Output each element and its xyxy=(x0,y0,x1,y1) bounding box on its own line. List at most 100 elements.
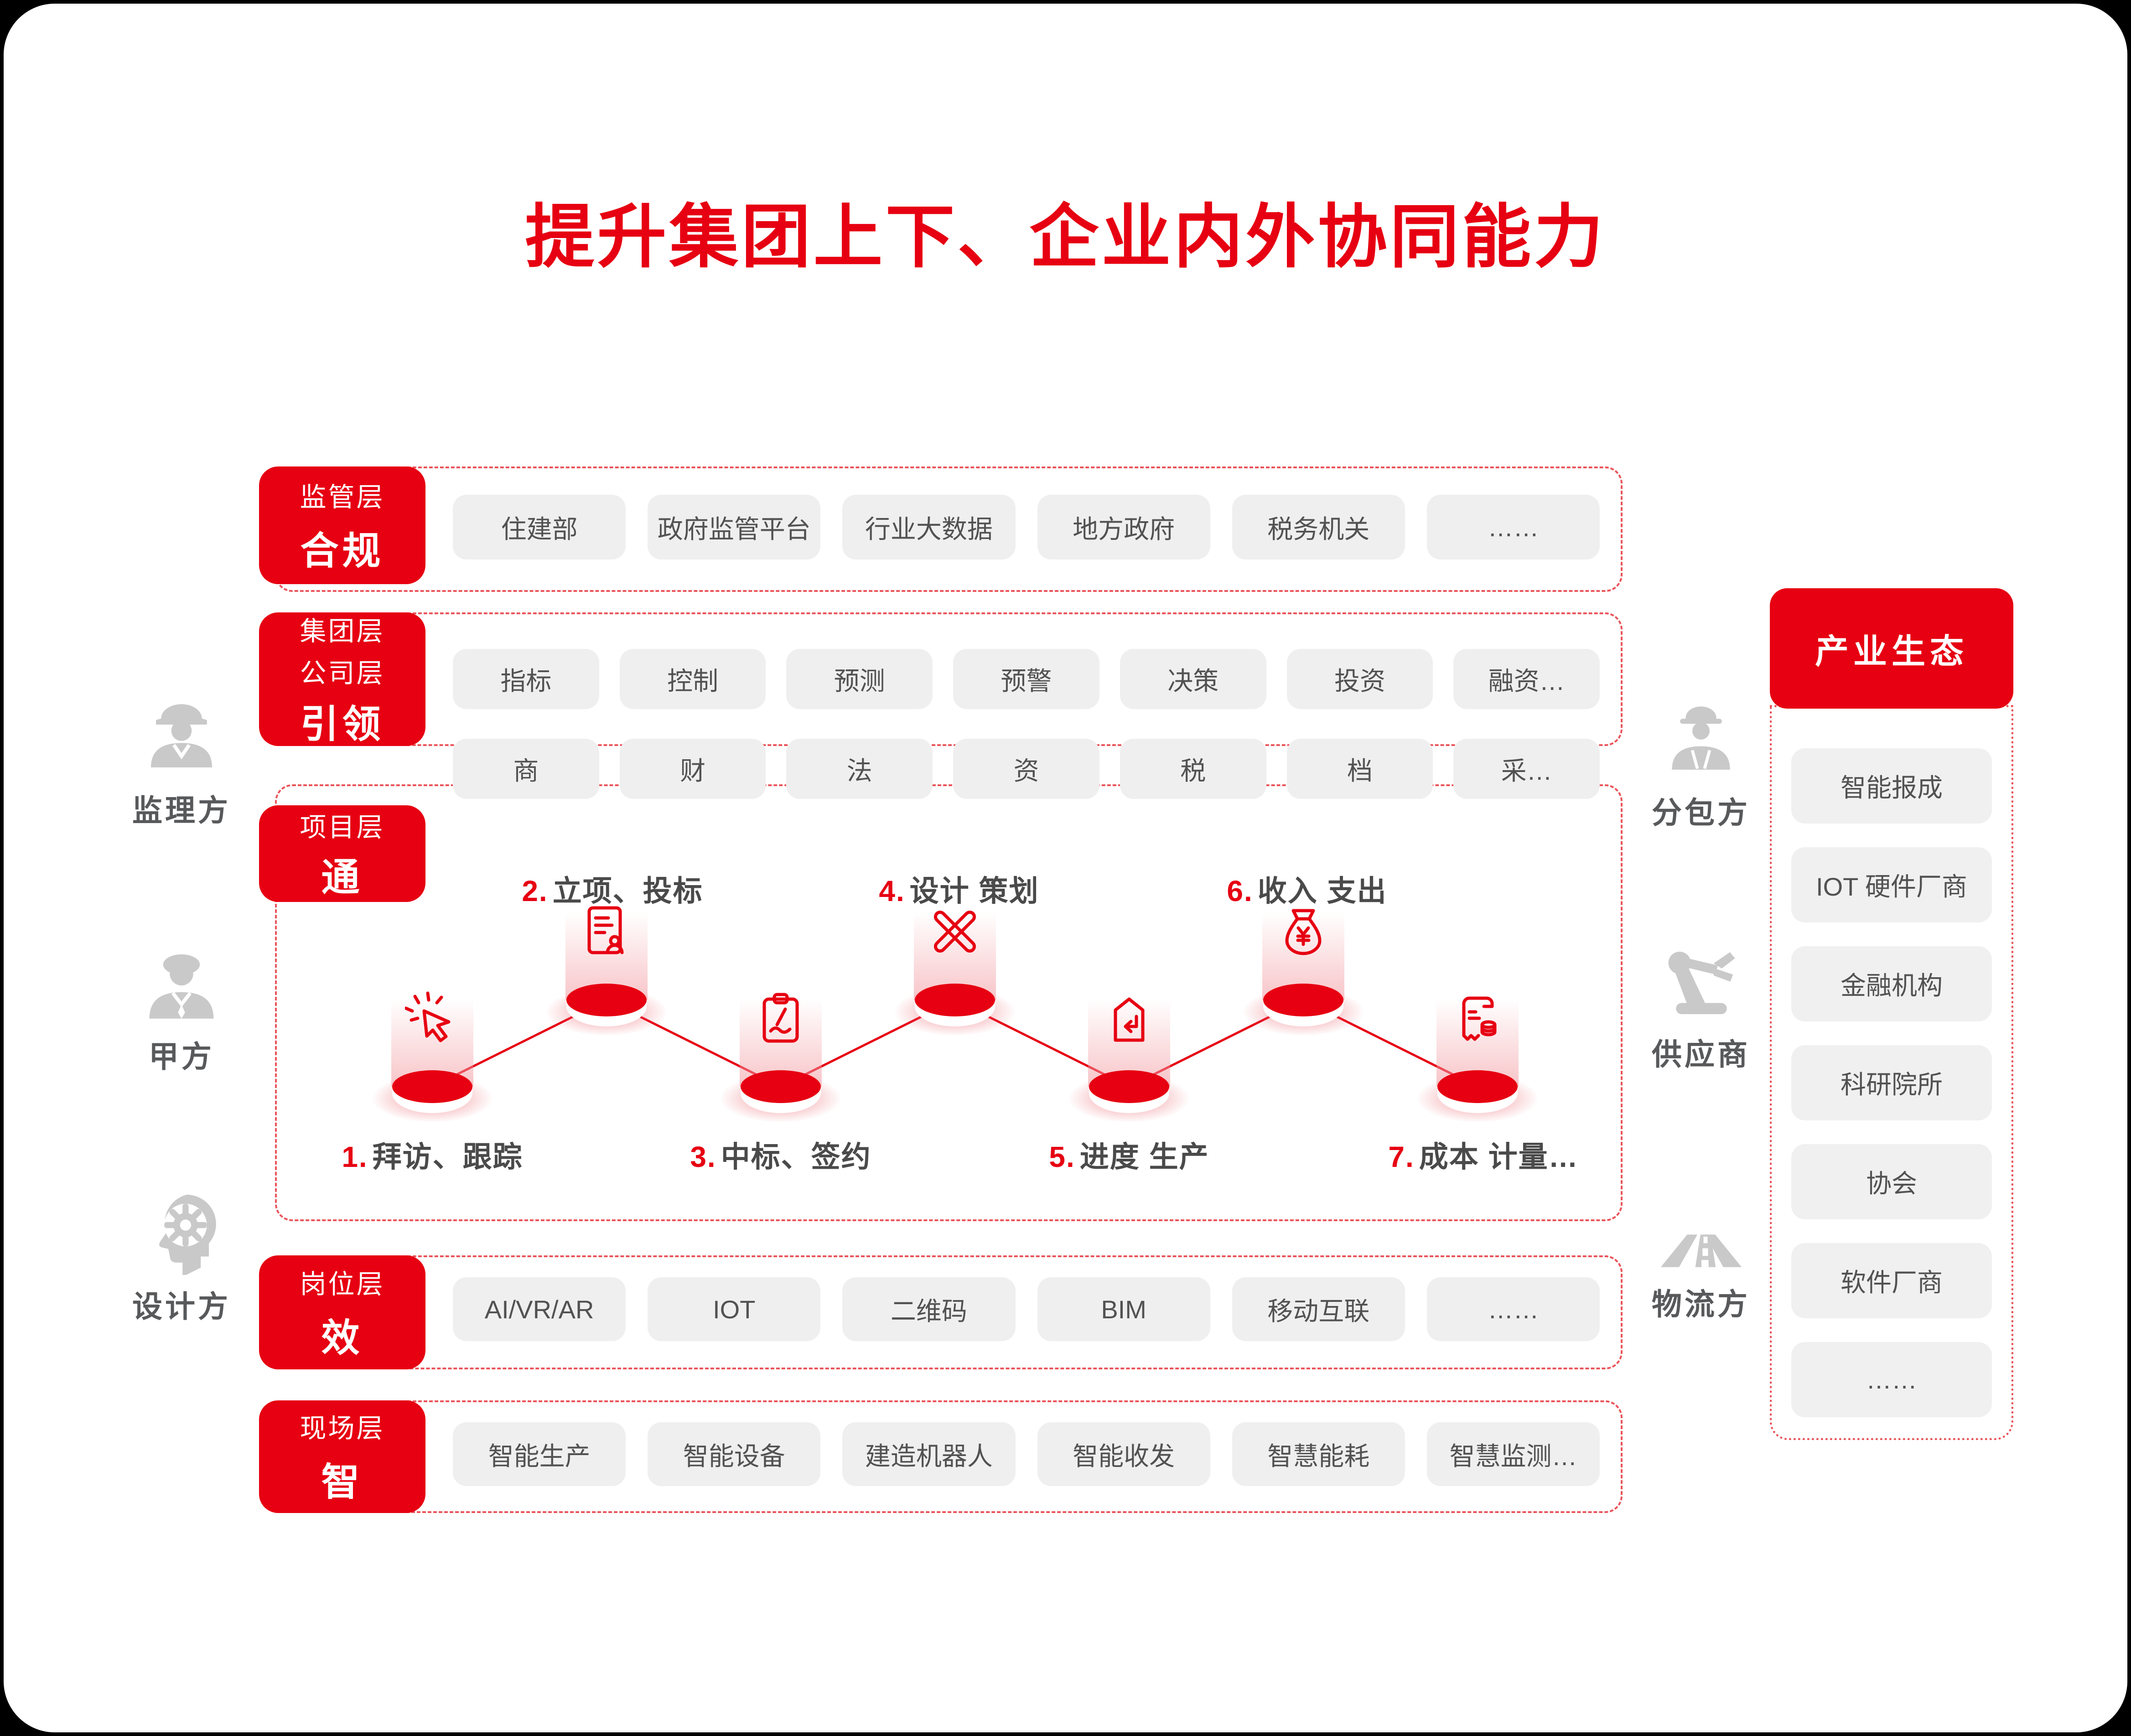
layer-name: 监管层 xyxy=(300,482,385,512)
production-building-icon xyxy=(1114,997,1145,1042)
step-band xyxy=(740,979,822,1087)
chip: 投资 xyxy=(1286,649,1433,709)
chip: 档 xyxy=(1286,739,1433,799)
party-label: 供应商 xyxy=(1652,1037,1750,1071)
chip: 智能设备 xyxy=(648,1422,821,1486)
ecosystem-item: 金融机构 xyxy=(1791,946,1992,1021)
party-label: 分包方 xyxy=(1652,796,1750,829)
layer-name: 项目层 xyxy=(300,812,385,842)
chip: 融资… xyxy=(1453,649,1600,709)
ecosystem-item: 智能报成 xyxy=(1791,748,1992,824)
site-items-row: 智能生产 智能设备 建造机器人 智能收发 智慧能耗 智慧监测… xyxy=(453,1422,1600,1486)
step-node xyxy=(741,1070,821,1103)
road-icon xyxy=(1660,1234,1742,1267)
chip: 移动互联 xyxy=(1232,1277,1405,1341)
group-items-row: 指标 控制 预测 预警 决策 投资 融资… xyxy=(453,649,1600,709)
money-bag-icon xyxy=(1285,909,1322,955)
party-subcontractor: 分包方 xyxy=(1628,690,1774,832)
chip: 行业大数据 xyxy=(842,495,1016,560)
step-label-2: 2.立项、投标 xyxy=(522,875,703,907)
party-label: 监理方 xyxy=(132,793,231,827)
layer-emphasis: 效 xyxy=(321,1316,363,1359)
chip: …… xyxy=(1426,1277,1600,1341)
layer-name: 集团层 xyxy=(300,617,385,646)
cost-receipt-icon xyxy=(1462,996,1497,1041)
cursor-click-icon xyxy=(405,991,451,1042)
chip: 政府监管平台 xyxy=(648,495,821,560)
layer-emphasis: 引领 xyxy=(300,703,384,746)
chip: 财 xyxy=(619,739,766,799)
step-band xyxy=(391,979,473,1087)
party-label: 甲方 xyxy=(149,1040,214,1073)
step-label-3: 3.中标、签约 xyxy=(690,1140,871,1173)
chip: BIM xyxy=(1037,1277,1210,1341)
ecosystem-item: …… xyxy=(1791,1342,1992,1417)
ecosystem-title: 产业生态 xyxy=(1770,588,2013,709)
ecosystem-item: 科研院所 xyxy=(1791,1045,1992,1120)
chip: 商 xyxy=(453,739,599,799)
party-client: 甲方 xyxy=(109,941,254,1076)
layer-name: 现场层 xyxy=(300,1414,385,1443)
chip: 智能生产 xyxy=(453,1422,626,1486)
designer-brain-gear-icon xyxy=(159,1194,216,1275)
layer-emphasis: 通 xyxy=(321,855,363,899)
chip: 法 xyxy=(786,739,933,799)
step-node xyxy=(392,1070,472,1103)
step-label-7: 7.成本 计量… xyxy=(1388,1140,1579,1173)
bid-document-icon xyxy=(587,906,624,954)
layer-label-post: 岗位层 效 xyxy=(259,1255,425,1369)
slide-canvas: 提升集团上下、企业内外协同能力 监管层 合规 集团层 公司层 引领 项目层 通 … xyxy=(4,4,2127,1732)
chip: 控制 xyxy=(619,649,766,709)
step-node xyxy=(1263,984,1343,1016)
layer-name-2: 公司层 xyxy=(300,658,385,688)
chip: 智能收发 xyxy=(1037,1422,1210,1486)
layer-label-group: 集团层 公司层 引领 xyxy=(259,612,425,746)
chip: 资 xyxy=(953,739,1099,799)
party-designer: 设计方 xyxy=(109,1188,254,1326)
chip: …… xyxy=(1426,495,1600,560)
layer-emphasis: 智 xyxy=(321,1461,363,1503)
party-label: 物流方 xyxy=(1652,1287,1750,1321)
group-domain-row: 商 财 法 资 税 档 采… xyxy=(453,739,1600,799)
party-logistics: 物流方 xyxy=(1628,1188,1774,1324)
ecosystem-item: 协会 xyxy=(1791,1144,1992,1219)
party-label: 设计方 xyxy=(132,1290,231,1323)
layer-name: 岗位层 xyxy=(300,1269,385,1299)
layer-box-project xyxy=(275,784,1623,1221)
step-label-6: 6.收入 支出 xyxy=(1227,875,1387,907)
layer-label-site: 现场层 智 xyxy=(259,1400,425,1513)
step-node xyxy=(915,984,995,1016)
chip: 决策 xyxy=(1120,649,1266,709)
chip: 采… xyxy=(1453,739,1600,799)
step-band xyxy=(1088,979,1170,1087)
party-supplier: 供应商 xyxy=(1628,938,1774,1074)
design-tools-icon xyxy=(933,910,976,953)
layer-emphasis: 合规 xyxy=(300,529,384,572)
chip: 智慧能耗 xyxy=(1232,1422,1405,1486)
contract-sign-icon xyxy=(762,993,799,1043)
chip: 住建部 xyxy=(453,495,626,560)
ecosystem-list: 智能报成 IOT 硬件厂商 金融机构 科研院所 协会 软件厂商 …… xyxy=(1791,748,1992,1417)
step-band xyxy=(914,893,996,1000)
ecosystem-item: 软件厂商 xyxy=(1791,1243,1992,1318)
ecosystem-item: IOT 硬件厂商 xyxy=(1791,847,1992,922)
step-label-5: 5.进度 生产 xyxy=(1049,1140,1209,1173)
supervisor-icon xyxy=(150,704,213,767)
chip: 指标 xyxy=(453,649,599,709)
chip: IOT xyxy=(648,1277,821,1341)
regulatory-items-row: 住建部 政府监管平台 行业大数据 地方政府 税务机关 …… xyxy=(453,495,1600,560)
robot-arm-icon xyxy=(1668,951,1735,1015)
step-node xyxy=(1089,1070,1169,1103)
step-node xyxy=(1437,1070,1518,1103)
chip: AI/VR/AR xyxy=(453,1277,626,1341)
layer-label-project: 项目层 通 xyxy=(259,805,425,902)
step-label-4: 4.设计 策划 xyxy=(879,875,1039,907)
post-items-row: AI/VR/AR IOT 二维码 BIM 移动互联 …… xyxy=(453,1277,1600,1341)
chip: 二维码 xyxy=(842,1277,1016,1341)
chip: 智慧监测… xyxy=(1426,1422,1600,1486)
client-icon xyxy=(149,954,214,1019)
construction-worker-icon xyxy=(1672,706,1730,770)
step-band xyxy=(565,893,648,1000)
party-supervisor: 监理方 xyxy=(109,688,254,830)
